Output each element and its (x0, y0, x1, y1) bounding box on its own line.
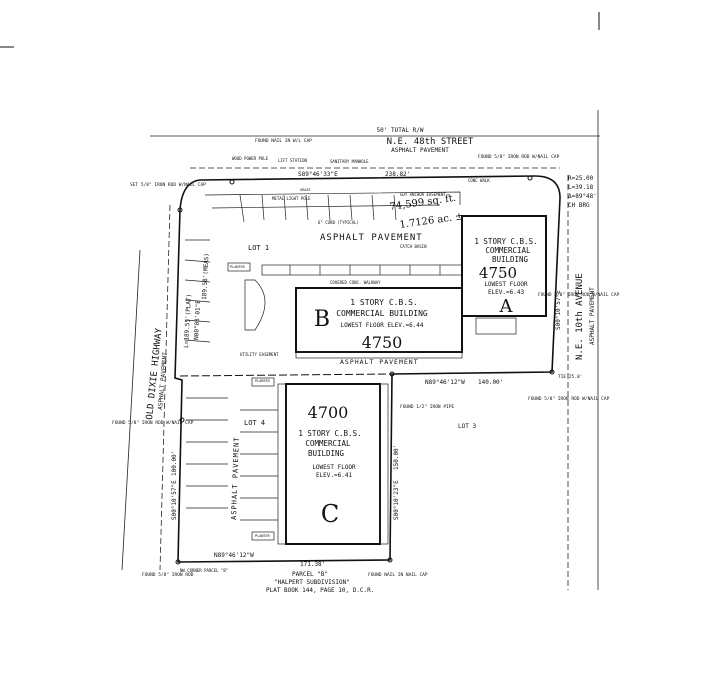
catch-basin-label: CATCH BASIN (400, 244, 427, 249)
building-a-line1: 1 STORY C.B.S. (474, 237, 537, 246)
building-a-line2: COMMERCIAL (485, 246, 531, 255)
south-bearing: N89°46'12"W (214, 552, 254, 559)
nw-corner-label: NW CORNER PARCEL "B" (180, 568, 228, 573)
monument-set-58: SET 5/8" IRON ROD W/NAIL CAP (130, 182, 206, 188)
building-a-line3: BUILDING (492, 255, 529, 264)
monument-found-nail-north: FOUND NAIL IN W/L CAP (255, 138, 312, 144)
parcel-label: PARCEL "B" (292, 571, 328, 578)
old-dixie-highway: OLD DIXIE HIGHWAY ASPHALT PAVEMENT (121, 204, 171, 571)
building-b-line3: LOWEST FLOOR ELEV.=6.44 (340, 322, 423, 329)
building-c-line5: ELEV.=6.41 (316, 472, 353, 479)
plat-book-label: PLAT BOOK 144, PAGE 10, D.C.R. (266, 587, 374, 594)
lot4-label: LOT 4 (244, 419, 265, 427)
curve-delta: Δ=89°48' (568, 193, 597, 200)
east-street-name: N.E. 10th AVENUE (575, 273, 585, 360)
west-lower-bearing: S00°10'57"E (171, 480, 178, 520)
middle-bearing: N89°46'12"W (425, 379, 465, 386)
south-distance: 171.38' (300, 561, 325, 568)
tie-label: TIE 25.0' (558, 374, 582, 380)
util-easement-label: UTILITY EASEMENT (240, 352, 279, 357)
monument-found-58-e: FOUND 5/8" IRON ROD W/NAIL CAP (528, 396, 610, 402)
west-plat-length: L=189.55'(PLAT) (183, 294, 193, 348)
west-meas-length: 189.58'(MEAS) (201, 253, 210, 300)
building-b-line1: 1 STORY C.B.S. (350, 298, 417, 307)
building-a-letter: A (499, 296, 514, 317)
subdivision-label: "HALPERT SUBDIVISION" (274, 579, 350, 586)
area-annotation: 74,599 sq. ft. 1.7126 ac. ± (389, 193, 464, 231)
west-upper-bearing: N00°08'01"E (193, 300, 202, 340)
building-c-line4: LOWEST FLOOR (312, 464, 356, 471)
planter-label-south: PLANTER (255, 534, 271, 538)
light-pole-label: METAL LIGHT POLE (272, 196, 311, 201)
monument-found-half: FOUND 1/2" IRON PIPE (400, 404, 454, 410)
middle-distance: 140.00' (478, 379, 503, 386)
conc-walk-label: CONC WALK (468, 178, 490, 183)
building-c-line1: 1 STORY C.B.S. (298, 429, 361, 438)
building-a-address: 4750 (479, 264, 517, 282)
lot3-label: LOT 3 (458, 423, 476, 430)
curve-length: L=39.18 (568, 184, 594, 191)
east-upper-bearing: S00°10'57"E (555, 290, 562, 330)
ne-10th-avenue: N.E. 10th AVENUE ASPHALT PAVEMENT (567, 110, 599, 590)
guy-easement-label: GUY ANCHOR EASEMENT (400, 192, 446, 197)
lot1-label: LOT 1 (248, 244, 269, 252)
parcel-note: PARCEL "B" "HALPERT SUBDIVISION" PLAT BO… (266, 571, 374, 594)
building-c-address: 4700 (308, 403, 349, 422)
lift-station-label: LIFT STATION (278, 158, 307, 163)
south-parking (186, 377, 278, 541)
building-b-letter: B (314, 307, 330, 332)
curve-radius: R=25.00 (568, 175, 594, 182)
middle-pavement-label: ASPHALT PAVEMENT (340, 358, 419, 366)
building-a-line5: ELEV.=6.43 (488, 289, 525, 296)
north-bearing: S89°46'33"E (298, 171, 338, 178)
covered-walk-label: COVERED CONC. WALKWAY (330, 280, 381, 285)
monument-found-58-sw: FOUND 5/8" IRON ROD (142, 572, 194, 578)
monument-found-58-ne: FOUND 5/8" IRON ROD W/NAIL CAP (478, 154, 560, 160)
building-c-letter: C (321, 500, 339, 528)
building-b-line2: COMMERCIAL BUILDING (336, 309, 428, 318)
north-row-label: 50' TOTAL R/W (377, 127, 424, 134)
misc-labels: COVERED CONC. WALKWAY CATCH BASIN 6" CUR… (180, 156, 582, 573)
east-c-distance: 150.00' (393, 445, 400, 470)
east-c-bearing: S00°10'23"E (393, 480, 400, 520)
south-pavement-label: ASPHALT PAVEMENT (230, 436, 241, 520)
grass-label: GRASS (300, 188, 311, 192)
wood-pole-label: WOOD POWER POLE (232, 156, 269, 161)
building-c-line3: BUILDING (308, 449, 345, 458)
north-street-name: N.E. 48th STREET (387, 137, 474, 147)
monument-found-nail-south: FOUND NAIL IN NAIL CAP (368, 572, 428, 578)
curve-chord: CH BRG (568, 202, 590, 209)
building-b-address: 4750 (362, 333, 403, 352)
building-a: 1 STORY C.B.S. COMMERCIAL BUILDING 4750 … (461, 215, 547, 335)
east-paving-label: ASPHALT PAVEMENT (589, 287, 596, 345)
curb-label: 6" CURB (TYPICAL) (318, 220, 359, 225)
area-acres: 1.7126 ac. ± (399, 211, 464, 231)
monument-found-58-w: FOUND 5/8" IRON ROD W/NAIL CAP (112, 420, 194, 426)
building-a-line4: LOWEST FLOOR (484, 281, 528, 288)
property-boundary (174, 175, 561, 563)
monuments: FOUND NAIL IN W/L CAP FOUND 5/8" IRON RO… (112, 138, 620, 578)
west-lower-distance: 100.00' (171, 451, 178, 476)
planter-label: PLANTER (255, 379, 271, 383)
curve-data: R=25.00 L=39.18 Δ=89°48' CH BRG (568, 175, 597, 209)
monument-found-58-se: FOUND 5/8" IRON ROD W/NAIL CAP (538, 292, 620, 298)
planter-label-north: PLANTER (230, 265, 246, 269)
sanitary-label: SANITARY MANHOLE (330, 159, 369, 164)
bearings: S89°46'33"E 238.82' N89°46'12"W 140.00' … (171, 171, 562, 568)
building-c-line2: COMMERCIAL (305, 439, 351, 448)
building-c: 4700 1 STORY C.B.S. COMMERCIAL BUILDING … (277, 383, 389, 545)
north-distance: 238.82' (385, 171, 410, 178)
building-b: 1 STORY C.B.S. COMMERCIAL BUILDING LOWES… (295, 287, 463, 359)
north-pavement-label: ASPHALT PAVEMENT (320, 233, 423, 243)
north-paving-label: ASPHALT PAVEMENT (391, 147, 449, 154)
ne-48th-street: 50' TOTAL R/W N.E. 48th STREET ASPHALT P… (150, 127, 600, 169)
